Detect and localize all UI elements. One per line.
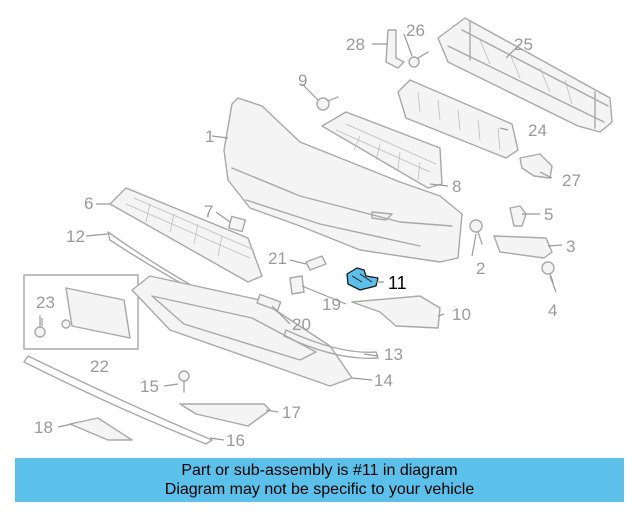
info-banner: Part or sub-assembly is #11 in diagram D… [15,458,624,502]
part-11-highlighted-bracket[interactable] [346,267,379,291]
part-6-lower-grille[interactable] [109,187,263,283]
callout-leaders [41,33,563,441]
callout-20: 20 [292,315,311,334]
callout-10: 10 [452,305,471,324]
part-10-side-trim[interactable] [351,295,441,329]
part-23-screw[interactable] [34,315,71,338]
callout-8: 8 [452,177,461,196]
part-7-clip[interactable] [227,215,247,233]
part-25-reinforcement-beam[interactable] [437,17,613,133]
part-16-spoiler[interactable] [23,355,213,445]
callout-12: 12 [66,227,85,246]
part-9-screw[interactable] [316,96,339,111]
callout-23: 23 [36,293,55,312]
part-20-reflector[interactable] [256,293,282,312]
callout-1: 1 [205,127,214,146]
part-2-screw[interactable] [469,219,483,245]
part-5-clip[interactable] [509,205,527,227]
callout-18: 18 [34,418,53,437]
part-17-trim[interactable] [179,403,271,427]
callout-3: 3 [566,237,575,256]
part-24-energy-absorber[interactable] [397,79,519,159]
callout-28: 28 [346,35,365,54]
callout-15: 15 [140,377,159,396]
part-22-license-plate-bracket[interactable] [23,274,139,350]
callout-22: 22 [90,357,109,376]
part-1-bumper-cover[interactable] [223,97,463,263]
callout-9: 9 [298,71,307,90]
part-26-screw[interactable] [408,51,429,68]
callout-21: 21 [268,249,287,268]
part-15-screw[interactable] [178,370,190,393]
banner-disclaimer-line: Diagram may not be specific to your vehi… [164,481,475,498]
part-27-bracket[interactable] [519,153,553,179]
callout-13: 13 [384,345,403,364]
callout-14: 14 [374,371,393,390]
callout-2: 2 [476,259,485,278]
part-8-grille[interactable] [321,111,443,189]
part-3-bracket[interactable] [493,235,553,259]
callout-5: 5 [544,205,553,224]
banner-part-line: Part or sub-assembly is #11 in diagram [181,462,458,479]
part-4-screw[interactable] [541,261,555,283]
part-19-clip[interactable] [289,275,305,295]
part-18-trim[interactable] [69,417,133,441]
callout-4: 4 [548,301,557,320]
part-28-bracket[interactable] [385,29,405,69]
callout-24: 24 [528,121,547,140]
part-13-strip[interactable] [283,329,379,360]
callout-7: 7 [204,202,213,221]
exploded-parts-diagram: 1 2 3 4 5 6 7 8 9 10 11 12 13 14 15 16 1… [23,17,613,450]
callout-16: 16 [226,431,245,450]
callout-25: 25 [514,35,533,54]
callout-19: 19 [322,295,341,314]
part-21-cap[interactable] [305,255,327,271]
callout-17: 17 [282,403,301,422]
callout-26: 26 [406,21,425,40]
callout-6: 6 [84,194,93,213]
callout-11-highlighted: 11 [388,273,407,293]
callout-27: 27 [562,171,581,190]
